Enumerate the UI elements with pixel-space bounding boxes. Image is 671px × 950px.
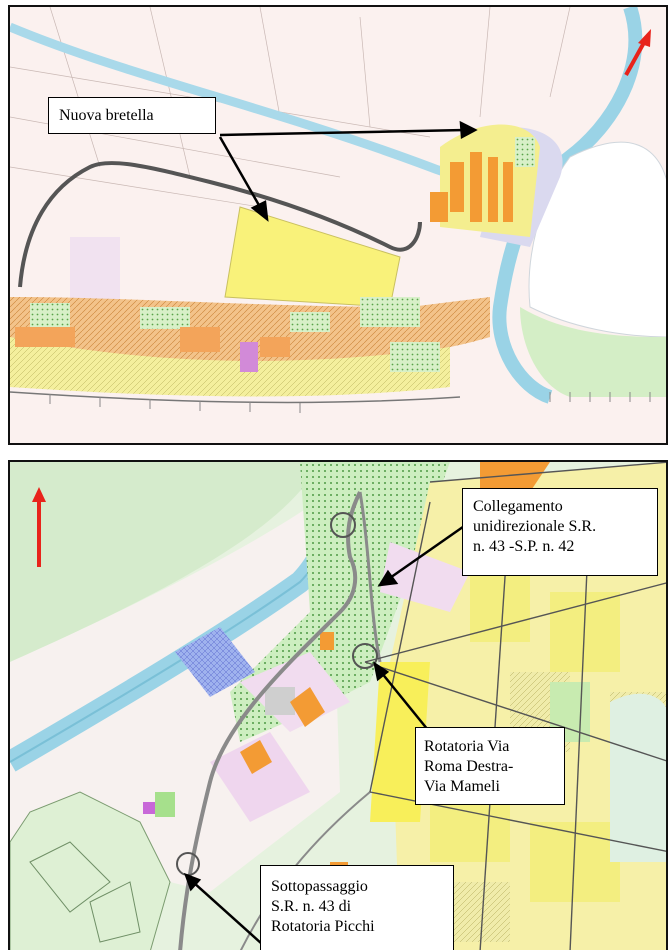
callout-arrows-top — [218, 120, 478, 222]
north-arrow-icon — [32, 487, 46, 567]
orange-blocks — [430, 152, 513, 222]
map-bottom: Collegamento unidirezionale S.R. n. 43 -… — [8, 460, 668, 950]
orange-parcels — [15, 327, 290, 357]
green-small-parcel — [155, 792, 175, 817]
main-road — [178, 491, 362, 950]
north-arrow-icon — [624, 29, 651, 76]
lilac-zone-2 — [210, 732, 310, 822]
orange-top — [480, 462, 550, 492]
label-nuova-bretella-text: Nuova bretella — [59, 107, 154, 124]
green-field — [10, 462, 320, 662]
urban-band-yellow — [10, 337, 450, 397]
callout-arrows-bottom — [183, 520, 471, 945]
green-complex — [10, 791, 171, 950]
collegamento-line3: n. 43 -S.P. n. 42 — [473, 538, 575, 555]
roundabout-via-roma — [352, 643, 378, 669]
grey-parcel — [265, 687, 295, 715]
groynes — [49, 392, 651, 413]
light-green-area — [610, 693, 666, 862]
rotatoria-line2: Roma Destra- — [424, 758, 514, 775]
green-bank — [520, 307, 666, 397]
lilac-zone-3 — [380, 542, 470, 612]
lilac-parcel — [70, 237, 120, 307]
green-hatch-blocks — [30, 297, 440, 372]
new-road — [18, 161, 422, 288]
map-top-canvas — [10, 7, 666, 443]
label-rotatoria: Rotatoria Via Roma Destra- Via Mameli — [415, 727, 565, 805]
magenta-parcel — [240, 342, 258, 372]
link-road — [358, 491, 382, 663]
collegamento-line2: unidirezionale S.R. — [473, 518, 597, 535]
blue-parcel — [175, 627, 255, 697]
sottopassaggio-line1: Sottopassaggio — [271, 878, 368, 895]
rotatoria-line1: Rotatoria Via — [424, 738, 510, 755]
label-nuova-bretella: Nuova bretella — [48, 97, 216, 134]
label-sottopassaggio: Sottopassaggio S.R. n. 43 di Rotatoria P… — [260, 865, 454, 950]
sottopassaggio-line3: Rotatoria Picchi — [271, 918, 375, 935]
label-collegamento: Collegamento unidirezionale S.R. n. 43 -… — [462, 488, 658, 576]
magenta-parcel — [143, 802, 157, 814]
sottopassaggio-line2: S.R. n. 43 di — [271, 898, 352, 915]
collegamento-line1: Collegamento — [473, 498, 563, 515]
rotatoria-line3: Via Mameli — [424, 778, 500, 795]
coastline — [10, 391, 461, 404]
map-bottom-canvas — [10, 462, 666, 950]
map-top: Nuova bretella — [8, 5, 668, 445]
arrow-head-down — [250, 200, 269, 222]
roundabout-north — [330, 512, 356, 538]
arrow-head-right — [459, 120, 478, 140]
green-hatch-small — [515, 137, 535, 167]
